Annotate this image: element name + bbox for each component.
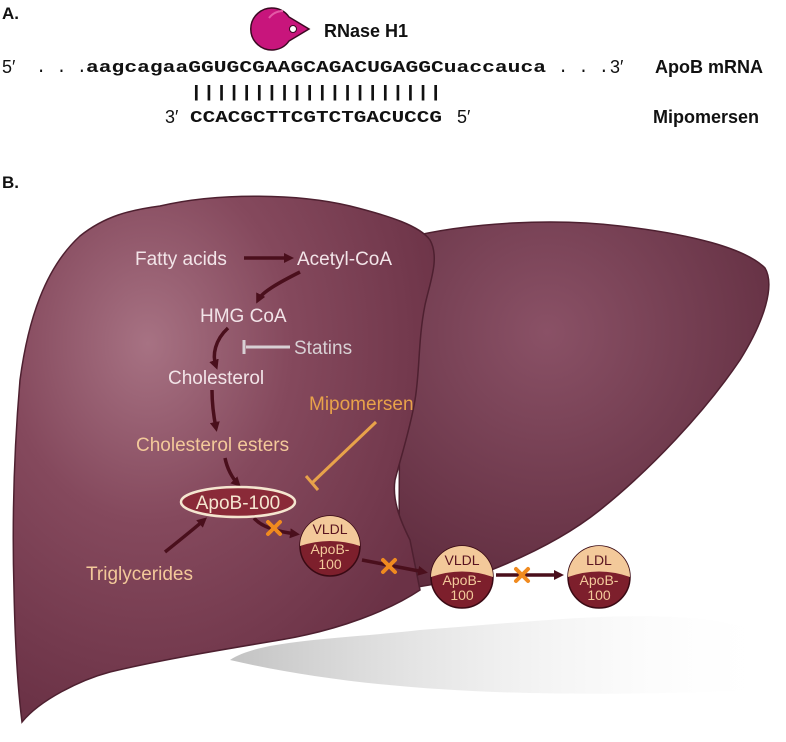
arrow-acetyl-to-hmg bbox=[256, 270, 301, 304]
statins-label: Statins bbox=[294, 338, 352, 359]
drug-5prime: 5′ bbox=[457, 107, 471, 127]
apob100-label: ApoB-100 bbox=[196, 493, 281, 514]
hmg-coa-label: HMG CoA bbox=[200, 306, 287, 327]
drug-3prime: 3′ bbox=[165, 107, 179, 127]
arrow-triglycerides-to-apob bbox=[163, 517, 207, 554]
fatty-acids-label: Fatty acids bbox=[135, 249, 227, 270]
particle-vldl-2: VLDL ApoB- 100 bbox=[430, 545, 494, 609]
acetyl-coa-label: Acetyl-CoA bbox=[297, 249, 392, 270]
arrow-esters-to-apob bbox=[223, 457, 241, 487]
particle-3-protein-1: ApoB- bbox=[580, 572, 619, 588]
particle-vldl-1: VLDL ApoB- 100 bbox=[299, 515, 361, 577]
block-x-icon bbox=[514, 567, 530, 583]
rnase-h1-label: RNase H1 bbox=[324, 21, 408, 41]
block-x-icon bbox=[266, 520, 282, 536]
particle-3-name: LDL bbox=[586, 552, 612, 568]
base-pairing-bars: |||||||||||||||||||| bbox=[190, 84, 442, 103]
rnase-h1-icon bbox=[250, 7, 311, 51]
arrow-cholesterol-to-esters bbox=[209, 389, 220, 432]
arrow-hmg-to-cholesterol bbox=[209, 326, 230, 370]
particle-3-protein-2: 100 bbox=[587, 587, 611, 603]
drug-label: Mipomersen bbox=[653, 107, 759, 127]
particle-1-name: VLDL bbox=[312, 521, 347, 537]
mipomersen-inhibition bbox=[304, 420, 378, 491]
cholesterol-esters-label: Cholesterol esters bbox=[136, 435, 289, 456]
block-marks bbox=[266, 520, 530, 583]
liver-right-lobe bbox=[398, 221, 770, 591]
mrna-leading-dots: . . . bbox=[36, 59, 87, 78]
mrna-sequence: aagcagaaGGUGCGAAGCAGACUGAGGCuaccauca bbox=[86, 59, 546, 78]
mrna-label: ApoB mRNA bbox=[655, 57, 763, 77]
mipomersen-label: Mipomersen bbox=[309, 394, 414, 415]
mrna-trailing-dots: . . . bbox=[558, 59, 609, 78]
mrna-3prime: 3′ bbox=[610, 57, 624, 77]
liver-shadow bbox=[230, 616, 780, 694]
panel-b-label: B. bbox=[2, 173, 19, 192]
particle-2-name: VLDL bbox=[444, 552, 479, 568]
particle-ldl: LDL ApoB- 100 bbox=[567, 545, 631, 609]
particle-2-protein-1: ApoB- bbox=[443, 572, 482, 588]
particle-1-protein-1: ApoB- bbox=[311, 541, 350, 557]
cholesterol-label: Cholesterol bbox=[168, 368, 264, 389]
apob100-node: ApoB-100 bbox=[179, 485, 297, 519]
pathway-arrows bbox=[163, 253, 564, 580]
drug-sequence: CCACGCTTCGTCTGACUCCG bbox=[190, 109, 442, 128]
particle-2-protein-2: 100 bbox=[450, 587, 474, 603]
mrna-5prime: 5′ bbox=[2, 57, 16, 77]
panel-a-label: A. bbox=[2, 4, 19, 23]
block-x-icon bbox=[381, 558, 397, 574]
triglycerides-label: Triglycerides bbox=[86, 564, 193, 585]
arrow-vldl-to-vldl bbox=[361, 558, 428, 576]
particle-1-protein-2: 100 bbox=[318, 556, 342, 572]
statins-inhibition bbox=[242, 340, 290, 354]
